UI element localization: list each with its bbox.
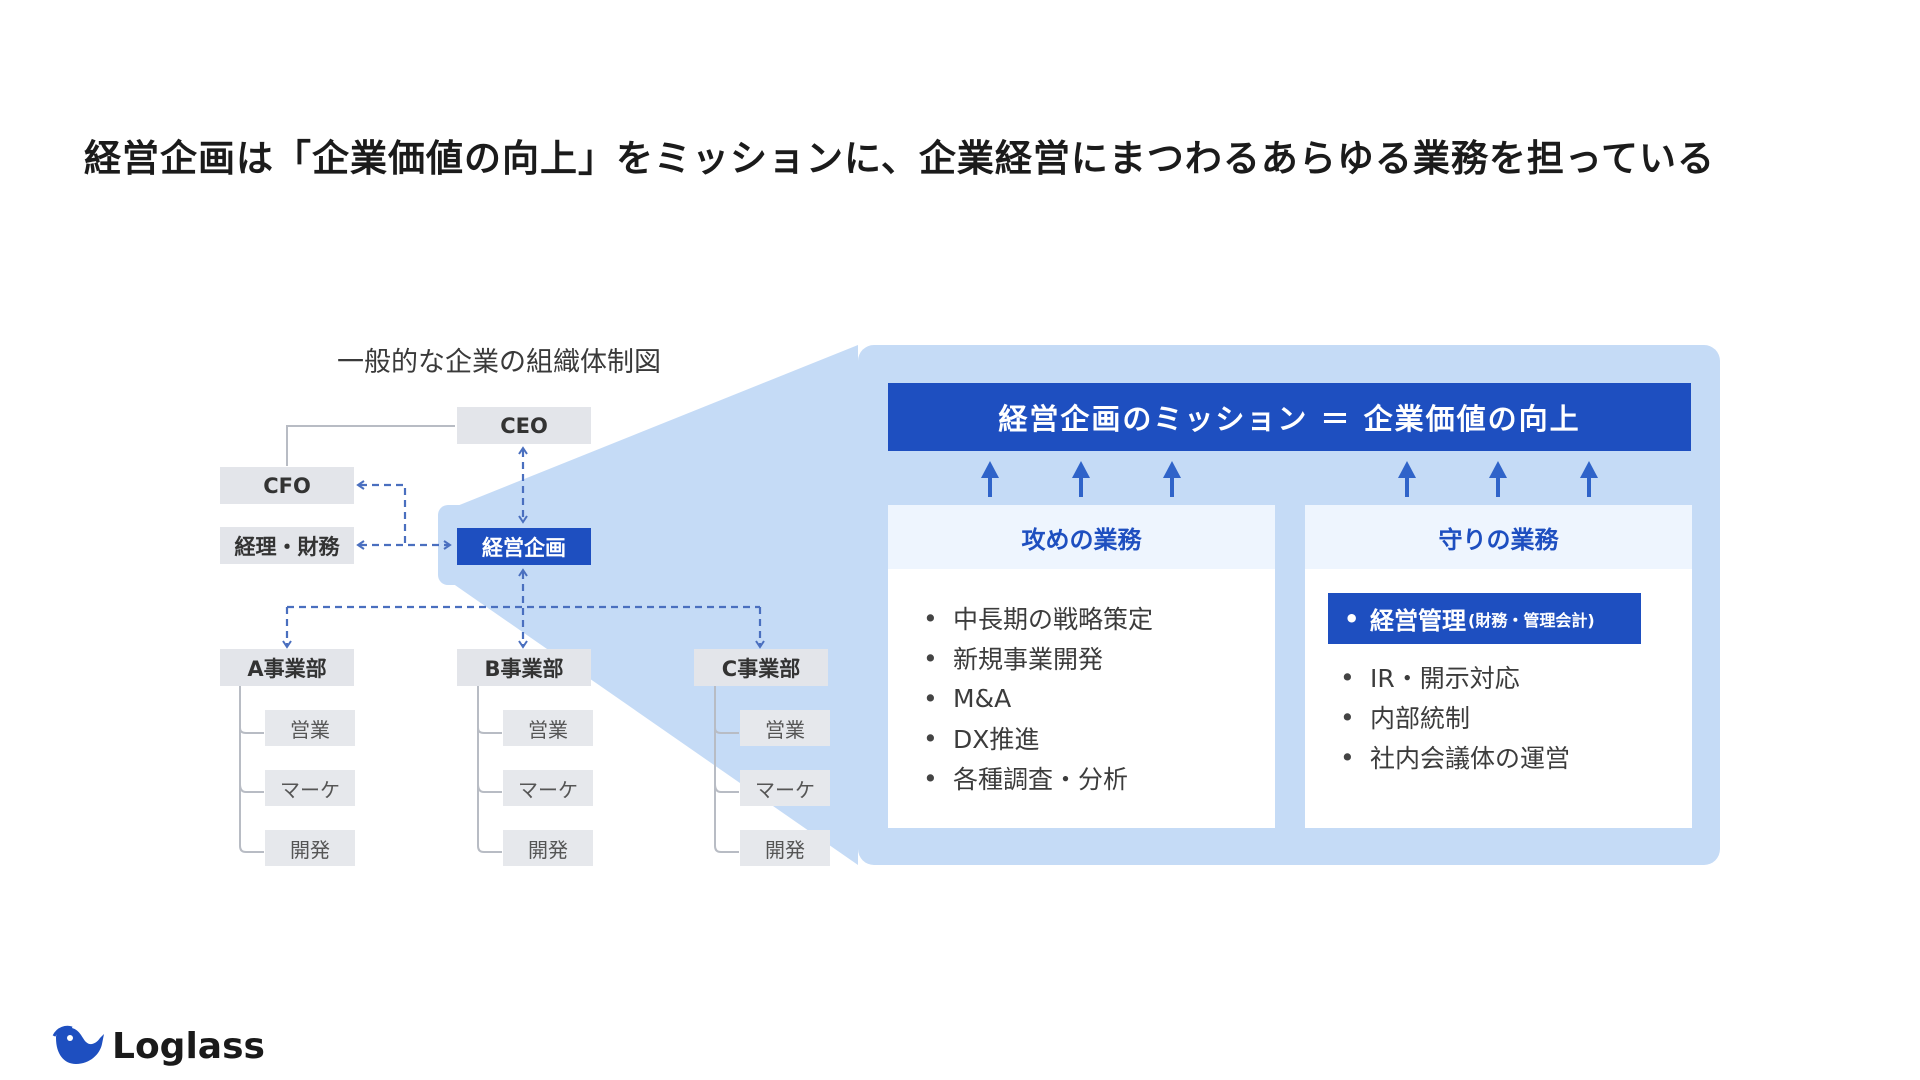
up-arrow-icon: [1398, 461, 1416, 497]
team-box-a-marketing: マーケ: [265, 770, 355, 806]
offense-task-list: •中長期の戦略策定 •新規事業開発 •M&A •DX推進 •各種調査・分析: [923, 598, 1153, 798]
team-box-b-sales: 営業: [503, 710, 593, 746]
team-box-c-sales: 営業: [740, 710, 830, 746]
defense-card: 守りの業務 •IR・開示対応 •内部統制 •社内会議体の運営: [1305, 505, 1692, 828]
list-item: •新規事業開発: [923, 643, 1104, 675]
offense-card: 攻めの業務 •中長期の戦略策定 •新規事業開発 •M&A •DX推進 •各種調査…: [888, 505, 1275, 828]
division-box-a: A事業部: [220, 649, 354, 686]
up-arrow-icon: [1072, 461, 1090, 497]
up-arrow-icon: [981, 461, 999, 497]
highlight-main: 経営管理: [1370, 607, 1466, 635]
division-box-b: B事業部: [457, 649, 591, 686]
ceo-box: CEO: [457, 407, 591, 444]
org-chart-caption: 一般的な企業の組織体制図: [337, 347, 661, 378]
up-arrow-icon: [1489, 461, 1507, 497]
highlight-sub: (財務・管理会計): [1468, 610, 1595, 630]
defense-task-list: •IR・開示対応 •内部統制 •社内会議体の運営: [1340, 657, 1570, 777]
division-box-c: C事業部: [694, 649, 828, 686]
loglass-logo: Loglass: [52, 1024, 265, 1068]
cfo-box: CFO: [220, 467, 354, 504]
list-item: •M&A: [923, 683, 1012, 713]
team-box-a-dev: 開発: [265, 830, 355, 866]
team-box-b-marketing: マーケ: [503, 770, 593, 806]
list-item: •社内会議体の運営: [1340, 742, 1571, 774]
list-item: •中長期の戦略策定: [923, 603, 1154, 635]
team-box-c-marketing: マーケ: [740, 770, 830, 806]
whale-icon: [52, 1025, 104, 1064]
team-box-c-dev: 開発: [740, 830, 830, 866]
up-arrow-icon: [1580, 461, 1598, 497]
management-highlight: •経営管理(財務・管理会計): [1328, 593, 1641, 644]
list-item: •DX推進: [923, 723, 1040, 755]
team-box-a-sales: 営業: [265, 710, 355, 746]
planning-box: 経営企画: [457, 528, 591, 565]
page-title: 経営企画は「企業価値の向上」をミッションに、企業経営にまつわるあらゆる業務を担っ…: [84, 137, 1716, 180]
finance-box: 経理・財務: [220, 527, 354, 564]
team-box-b-dev: 開発: [503, 830, 593, 866]
list-item: •IR・開示対応: [1340, 662, 1520, 694]
list-item: •内部統制: [1340, 702, 1471, 734]
defense-card-header: 守りの業務: [1305, 505, 1692, 569]
list-item: •各種調査・分析: [923, 763, 1129, 795]
mission-banner: 経営企画のミッション ＝ 企業価値の向上: [888, 383, 1691, 451]
logo-wordmark: Loglass: [112, 1025, 265, 1067]
offense-card-header: 攻めの業務: [888, 505, 1275, 569]
up-arrow-icon: [1163, 461, 1181, 497]
